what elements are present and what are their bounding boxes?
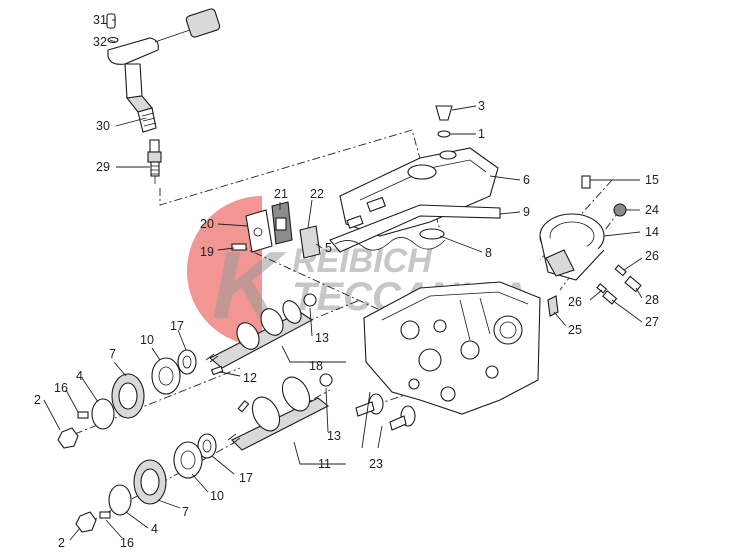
callout-19: 19 (200, 245, 214, 259)
sensor-assembly (231, 201, 321, 259)
valve-cover-assembly (329, 105, 501, 253)
key-12a (210, 365, 224, 376)
plug-13-upper (303, 293, 317, 307)
bearing-17-lower (197, 433, 217, 459)
callout-25: 25 (568, 323, 582, 337)
callout-8: 8 (485, 246, 492, 260)
callout-5: 5 (325, 241, 332, 255)
leader-lines (43, 19, 643, 541)
nut-2-lower (75, 511, 97, 533)
callout-30: 30 (96, 119, 110, 133)
watermark-logo-disc (186, 196, 262, 346)
hub-10-lower (173, 441, 203, 479)
seal-8 (419, 228, 445, 240)
callout-10-upper: 10 (140, 333, 154, 347)
cylinder-head (363, 281, 541, 415)
spark-plug-top (149, 139, 160, 153)
callout-28: 28 (645, 293, 659, 307)
group-brackets (281, 345, 383, 465)
sensor-22 (299, 225, 321, 259)
callout-17-upper: 17 (170, 319, 184, 333)
callout-3: 3 (478, 99, 485, 113)
callout-13-lower: 13 (327, 429, 341, 443)
bracket-20 (245, 209, 273, 253)
callout-20: 20 (200, 217, 214, 231)
callout-labels: 31 32 30 29 3 1 6 9 8 21 22 20 19 5 15 2… (34, 13, 659, 550)
clip-26a (614, 264, 627, 277)
callout-26a: 26 (645, 249, 659, 263)
callout-9: 9 (523, 205, 530, 219)
bearing-17-upper (177, 349, 197, 375)
callout-24: 24 (645, 203, 659, 217)
callout-16-lower: 16 (120, 536, 134, 550)
callout-22: 22 (310, 187, 324, 201)
callout-29: 29 (96, 160, 110, 174)
callout-14: 14 (645, 225, 659, 239)
washer-4-upper (91, 398, 115, 430)
plug-13-lower (319, 373, 333, 387)
washer-32 (107, 36, 119, 44)
intake-assembly (539, 175, 642, 317)
coil-head (107, 37, 159, 65)
cap-24 (613, 203, 627, 217)
screw-15 (581, 175, 591, 189)
upper-pulley-group (57, 349, 250, 449)
coil-body-upper (124, 63, 143, 99)
washer-4-lower (108, 484, 132, 516)
callout-1: 1 (478, 127, 485, 141)
callout-7-lower: 7 (182, 505, 189, 519)
key-12b (237, 400, 250, 413)
callout-31: 31 (93, 13, 107, 27)
lower-camshaft (227, 373, 333, 451)
callout-6: 6 (523, 173, 530, 187)
callout-2-upper: 2 (34, 393, 41, 407)
callout-4-lower: 4 (151, 522, 158, 536)
fitting-28 (624, 275, 642, 293)
lower-pulley-group (75, 433, 217, 533)
screw-31 (106, 13, 116, 29)
bolt-3 (435, 105, 453, 121)
callout-7-upper: 7 (109, 347, 116, 361)
studs-23 (355, 393, 416, 431)
callout-17-lower: 17 (239, 471, 253, 485)
valve-cover-6 (339, 147, 499, 237)
upper-camshaft (205, 293, 317, 369)
callout-27: 27 (645, 315, 659, 329)
callout-15: 15 (645, 173, 659, 187)
callout-26b: 26 (568, 295, 582, 309)
hub-10-upper (151, 357, 181, 395)
coil-connector (185, 8, 221, 38)
ignition-coil-assembly (106, 8, 221, 184)
bolt-16-upper (77, 411, 89, 419)
callout-16-upper: 16 (54, 381, 68, 395)
nut-2-upper (57, 427, 79, 449)
washer-1 (437, 130, 451, 138)
callout-32: 32 (93, 35, 107, 49)
screw-19 (231, 243, 247, 251)
stud-25 (547, 295, 559, 317)
callout-4-upper: 4 (76, 369, 83, 383)
callout-21: 21 (274, 187, 288, 201)
clip-26b (596, 283, 608, 294)
callout-2-lower: 2 (58, 536, 65, 550)
callout-18: 18 (309, 359, 323, 373)
callout-11: 11 (318, 457, 331, 471)
callout-10-lower: 10 (210, 489, 224, 503)
callout-13-upper: 13 (315, 331, 329, 345)
callout-12: 12 (243, 371, 257, 385)
gasket-9 (329, 204, 501, 253)
callout-23: 23 (369, 457, 383, 471)
bolt-16-lower (99, 511, 111, 519)
